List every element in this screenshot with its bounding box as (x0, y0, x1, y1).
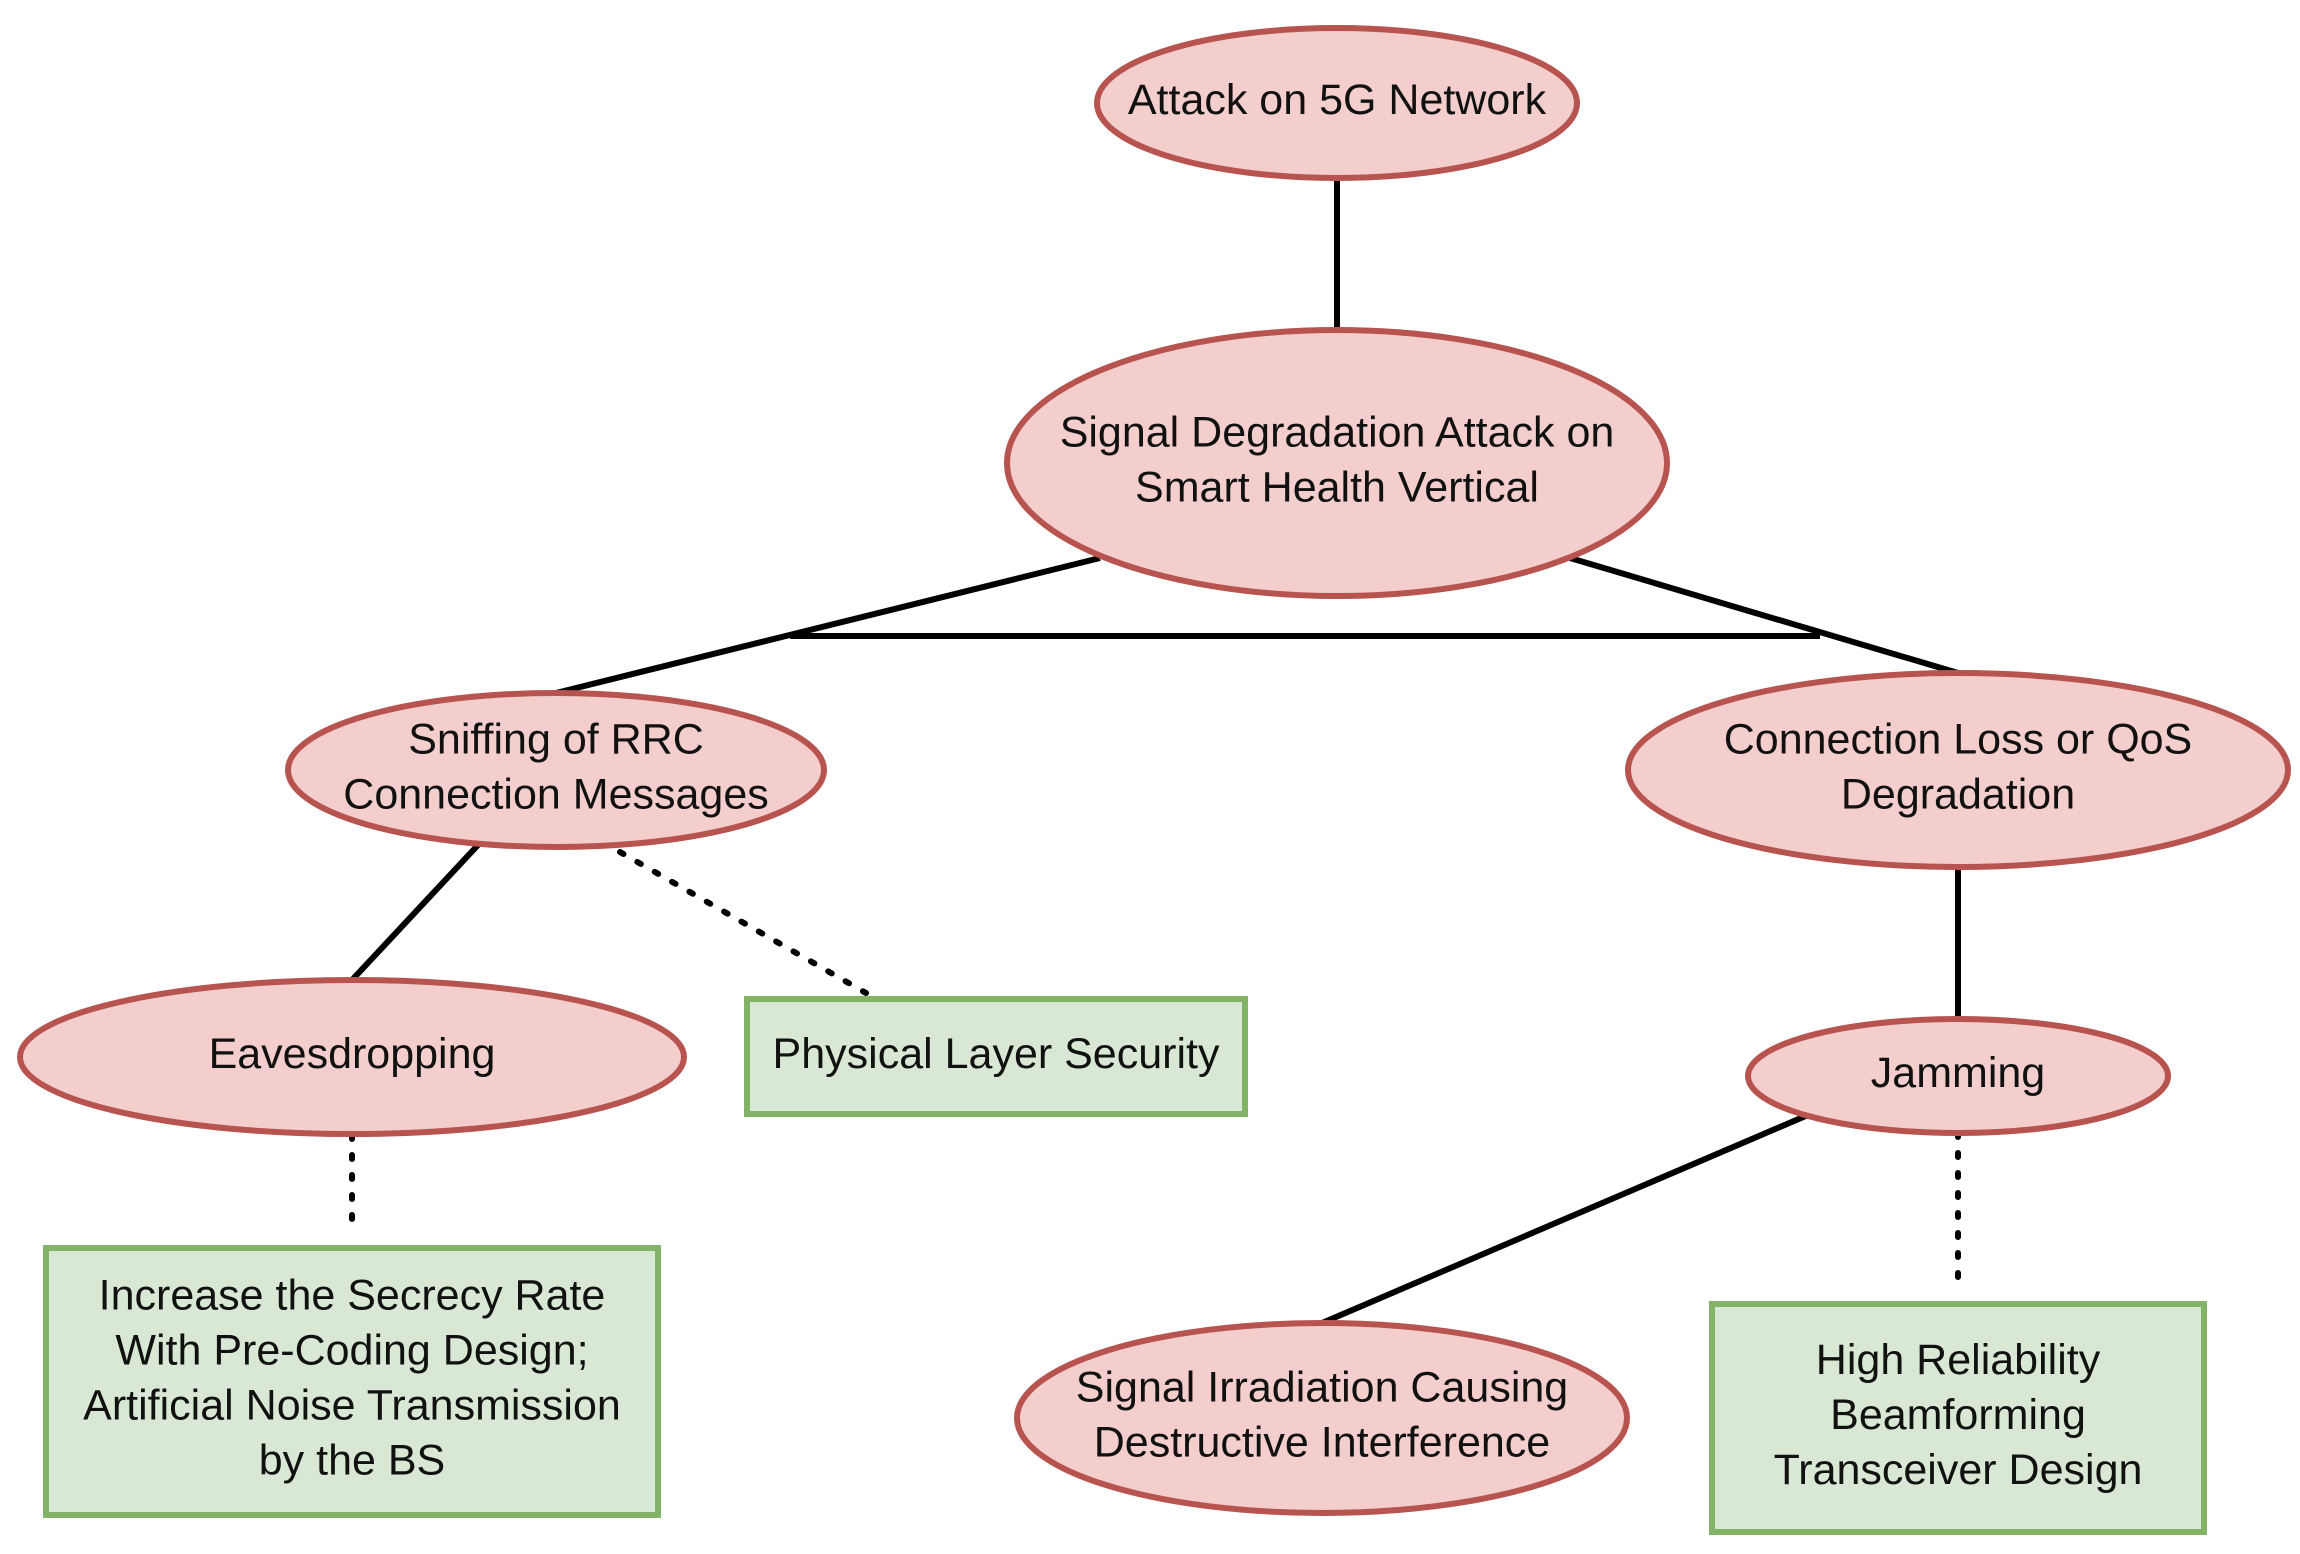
node-jamming-label: Jamming (1871, 1049, 2045, 1097)
node-eavesdropping-label: Eavesdropping (209, 1030, 496, 1078)
node-signal-degradation: Signal Degradation Attack on Smart Health… (1004, 327, 1670, 599)
node-root: Attack on 5G Network (1094, 25, 1580, 181)
label-line: Increase the Secrecy Rate (99, 1272, 606, 1320)
label-line: Signal Degradation Attack on (1060, 409, 1615, 457)
node-jamming: Jamming (1745, 1016, 2171, 1136)
label-line: Physical Layer Security (773, 1030, 1220, 1078)
label-line: High Reliability (1816, 1336, 2101, 1384)
node-sniffing-label: Sniffing of RRC Connection Messages (343, 716, 768, 819)
edge-sniffing-to-physical-layer-security (617, 849, 869, 996)
label-line: Degradation (1841, 771, 2075, 819)
label-line: Attack on 5G Network (1128, 76, 1547, 124)
label-line: Eavesdropping (209, 1030, 496, 1078)
label-line: Artificial Noise Transmission (83, 1382, 621, 1430)
label-line: Signal Irradiation Causing (1076, 1364, 1568, 1412)
node-physical-layer-security: Physical Layer Security (744, 996, 1248, 1117)
node-eavesdropping: Eavesdropping (17, 977, 687, 1137)
node-connection-loss: Connection Loss or QoS Degradation (1625, 670, 2291, 870)
node-sniffing: Sniffing of RRC Connection Messages (285, 690, 827, 850)
node-physical-layer-security-label: Physical Layer Security (773, 1030, 1220, 1078)
label-line: Beamforming (1830, 1391, 2086, 1439)
label-line: Destructive Interference (1094, 1419, 1550, 1467)
edge-signal-degradation-to-sniffing (555, 555, 1101, 696)
edge-signal-degradation-to-connection-loss (1569, 555, 1959, 676)
label-line: Smart Health Vertical (1135, 464, 1539, 512)
edge-sniffing-to-eavesdropping (349, 842, 481, 983)
edge-jamming-to-signal-irradiation (1320, 1112, 1810, 1326)
label-line: Connection Loss or QoS (1724, 716, 2193, 764)
label-line: Jamming (1871, 1049, 2045, 1097)
label-line: Connection Messages (343, 771, 768, 819)
label-line: by the BS (259, 1437, 445, 1485)
node-root-label: Attack on 5G Network (1128, 76, 1547, 124)
label-line: Sniffing of RRC (408, 716, 704, 764)
node-signal-degradation-label: Signal Degradation Attack on Smart Health… (1060, 409, 1615, 512)
edges (349, 178, 1961, 1326)
label-line: Transceiver Design (1774, 1446, 2143, 1494)
node-connection-loss-label: Connection Loss or QoS Degradation (1724, 716, 2193, 819)
label-line: With Pre-Coding Design; (115, 1327, 588, 1375)
